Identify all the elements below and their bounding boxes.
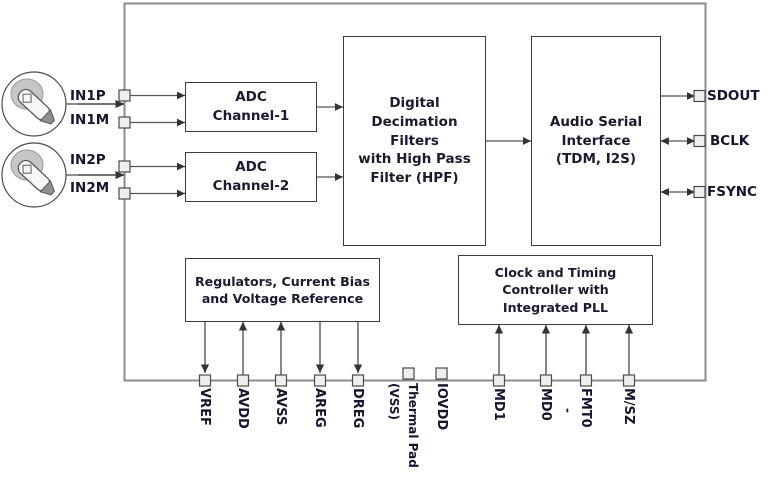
pin-label-BCLK: BCLK xyxy=(710,133,750,149)
pin-label-IN2P: IN2P xyxy=(70,152,106,168)
pin-label-AVDD: AVDD xyxy=(235,388,250,429)
pin-square-IN2M xyxy=(118,187,131,200)
asi-line3: (TDM, I2S) xyxy=(555,151,637,168)
block-digital-decimation-filters[interactable]: Digital Decimation Filters with High Pas… xyxy=(343,36,486,246)
pin-square-FSYNC xyxy=(693,185,706,199)
clk-line1: Clock and Timing xyxy=(494,264,617,280)
clk-line2: Controller with xyxy=(502,282,609,298)
pin-label-DREG: DREG xyxy=(350,388,365,429)
adc1-line2: Channel-1 xyxy=(212,108,290,124)
pin-label-MD0: MD0 xyxy=(538,388,553,421)
pin-square-FMT0 xyxy=(579,374,593,387)
block-adc-channel-1[interactable]: ADC Channel-1 xyxy=(185,82,317,132)
ddf-line5: Filter (HPF) xyxy=(370,169,459,186)
pin-label-IN1P: IN1P xyxy=(70,88,106,104)
pin-square-MD0 xyxy=(539,374,553,387)
pin-label-AVSS: AVSS xyxy=(273,388,288,426)
pin-label-AREG: AREG xyxy=(312,388,327,428)
pin-label-FSYNC: FSYNC xyxy=(707,184,757,200)
pin-label-THERMAL_PAD-vss: (VSS) xyxy=(387,383,401,421)
clk-line3: Integrated PLL xyxy=(502,299,609,315)
adc2-line2: Channel-2 xyxy=(212,178,290,194)
ddf-line1: Digital xyxy=(389,95,440,112)
pin-square-BCLK xyxy=(693,134,706,148)
reg-line2: and Voltage Reference xyxy=(201,291,364,306)
pin-label-VREF: VREF xyxy=(197,388,212,426)
block-adc-channel-2[interactable]: ADC Channel-2 xyxy=(185,152,317,202)
pin-square-AVSS xyxy=(274,374,288,387)
ddf-line4: with High Pass xyxy=(358,151,471,168)
pin-square-AVDD xyxy=(236,374,250,387)
reg-line1: Regulators, Current Bias xyxy=(194,273,371,289)
asi-line1: Audio Serial xyxy=(549,114,643,131)
pin-square-M_SZ xyxy=(622,374,636,387)
pin-square-IN2P xyxy=(118,160,131,173)
asi-line2: Interface xyxy=(561,132,631,149)
pin-label-FMT0: FMT0 xyxy=(578,388,593,428)
ddf-line3: Filters xyxy=(390,132,439,149)
pin-label-IN1M: IN1M xyxy=(70,112,110,128)
microphone-icon-2 xyxy=(1,142,78,208)
pin-label-FMT0-prefix: - xyxy=(561,408,575,413)
pin-label-MD1: MD1 xyxy=(491,388,506,421)
pin-square-MD1 xyxy=(492,374,506,387)
pin-square-AREG xyxy=(313,374,327,387)
block-regulators-current-bias[interactable]: Regulators, Current Bias and Voltage Ref… xyxy=(185,258,380,322)
pin-square-SDOUT xyxy=(693,89,706,103)
adc2-line1: ADC xyxy=(235,159,267,176)
microphone-icon-1 xyxy=(1,71,78,137)
pin-square-IN1M xyxy=(118,116,131,129)
pin-square-DREG xyxy=(351,374,365,387)
adc1-line1: ADC xyxy=(235,89,267,106)
pin-label-IOVDD: IOVDD xyxy=(434,383,449,431)
block-clock-timing-controller[interactable]: Clock and Timing Controller with Integra… xyxy=(458,255,653,325)
pin-square-VREF xyxy=(198,374,212,387)
pin-square-IN1P xyxy=(118,89,131,102)
ddf-line2: Decimation xyxy=(371,114,458,131)
pin-square-THERMAL_PAD xyxy=(402,367,415,380)
pin-label-SDOUT: SDOUT xyxy=(707,88,760,104)
pin-label-THERMAL_PAD: Thermal Pad xyxy=(406,383,420,468)
pin-label-M_SZ: M/SZ xyxy=(621,388,636,425)
pin-label-IN2M: IN2M xyxy=(70,180,110,196)
block-audio-serial-interface[interactable]: Audio Serial Interface (TDM, I2S) xyxy=(531,36,661,246)
pin-square-IOVDD xyxy=(435,367,448,380)
